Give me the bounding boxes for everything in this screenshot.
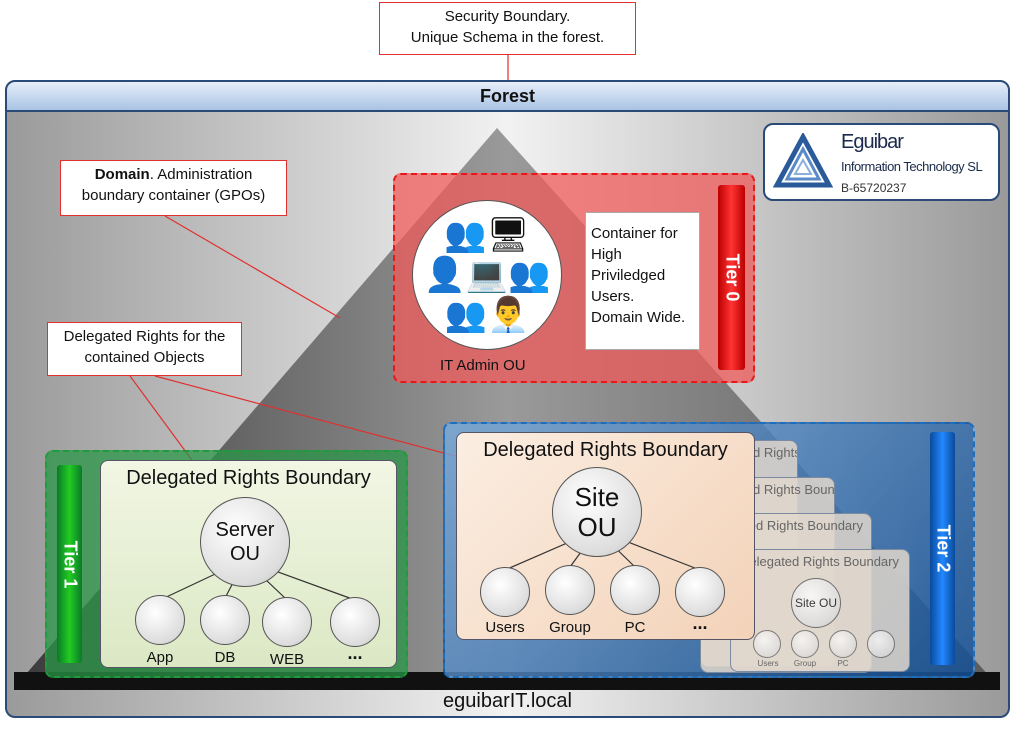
stack-node <box>867 630 895 658</box>
domain-name-label: eguibarIT.local <box>443 690 572 712</box>
it-admin-ou-circle: 👥🖥👤💻👥👥👨‍💼 <box>412 200 562 350</box>
more-node <box>330 597 380 647</box>
tier2-bar: Tier 2 <box>930 432 955 665</box>
pc-node <box>610 565 660 615</box>
group-node <box>545 565 595 615</box>
app-node <box>135 595 185 645</box>
domain-callout: Domain. Administration boundary containe… <box>60 160 287 216</box>
ou-line: OU <box>230 543 260 565</box>
desc-line: Container for <box>591 225 678 242</box>
forest-header: Forest <box>5 80 1010 112</box>
boundary-title: Delegated Rights Boundary <box>126 467 371 489</box>
stack-site-ou-node: Site OU <box>791 578 841 628</box>
stack-label: Users <box>757 659 779 668</box>
security-boundary-callout: Security Boundary. Unique Schema in the … <box>379 2 636 55</box>
node-label: Users <box>485 619 525 636</box>
node-label: ... <box>347 643 363 663</box>
ou-line: OU <box>577 512 617 542</box>
it-admin-ou-label: IT Admin OU <box>440 357 526 374</box>
users-node <box>480 567 530 617</box>
stack-node <box>753 630 781 658</box>
boundary-title: Delegated Rights Boundary <box>483 439 728 461</box>
ou-line: Server <box>215 519 275 541</box>
desc-line: High <box>591 246 622 263</box>
ou-line: Site <box>574 482 620 512</box>
delegated-callout: Delegated Rights for the contained Objec… <box>47 322 242 376</box>
logo-name: Eguibar <box>841 131 904 153</box>
tier1-bar: Tier 1 <box>57 465 82 663</box>
stack-label: Group <box>793 659 817 668</box>
logo-subtitle: Information Technology SL <box>841 159 983 174</box>
logo-box: Eguibar Information Technology SL B-6572… <box>763 123 1000 201</box>
desc-line: Users. <box>591 288 635 305</box>
stack-node <box>791 630 819 658</box>
node-label: App <box>146 649 174 666</box>
node-label: Group <box>549 619 591 636</box>
stack-label: PC <box>837 659 849 668</box>
more-node <box>675 567 725 617</box>
admin-users-icon: 👥🖥👤💻👥👥👨‍💼 <box>423 216 551 334</box>
logo-swirl-icon <box>773 133 833 188</box>
callout-line: Security Boundary. <box>444 8 571 25</box>
stack-node <box>829 630 857 658</box>
node-label: ... <box>692 613 708 633</box>
domain-bold: Domain <box>94 166 150 183</box>
node-label: DB <box>214 649 236 666</box>
delegated-text: Delegated Rights for the contained Objec… <box>63 328 226 366</box>
node-label: PC <box>624 619 646 636</box>
callout-line: Unique Schema in the forest. <box>410 29 605 46</box>
node-label: WEB <box>269 651 305 668</box>
card-title: Delegated Rights Boundary <box>740 554 899 569</box>
tier0-bar: Tier 0 <box>718 185 745 370</box>
stacked-boundary-card: Delegated Rights Boundary Site OU Users … <box>730 549 910 672</box>
web-node <box>262 597 312 647</box>
domain-text: . Administration boundary container (GPO… <box>81 166 266 204</box>
desc-line: Priviledged <box>591 267 666 284</box>
logo-id: B-65720237 <box>841 181 907 195</box>
desc-line: Domain Wide. <box>591 309 686 326</box>
db-node <box>200 595 250 645</box>
